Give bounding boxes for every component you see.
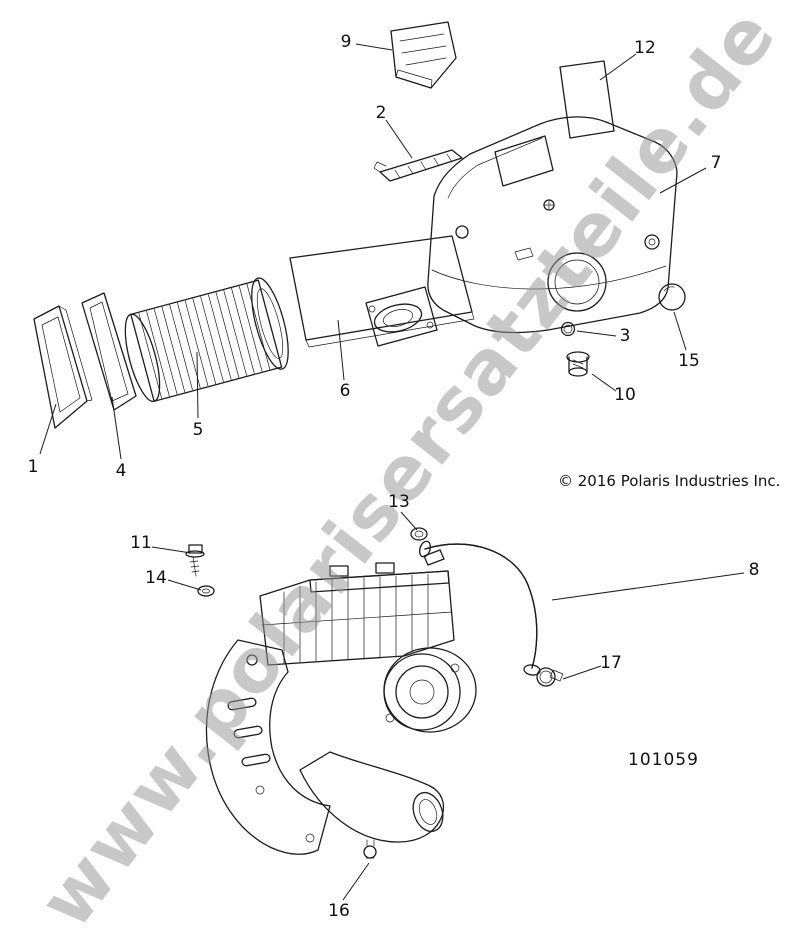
callout-16: 16 <box>328 901 350 921</box>
part-airbox <box>365 116 678 347</box>
part-seal-frame <box>81 292 137 411</box>
callout-5: 5 <box>192 420 204 440</box>
part-bolt <box>185 544 205 577</box>
drawing-number: 101059 <box>628 750 699 770</box>
part-cap-plug <box>658 283 686 311</box>
callout-10: 10 <box>614 385 636 405</box>
leader-lines <box>39 43 745 901</box>
part-vent-cover <box>390 21 457 89</box>
callout-3: 3 <box>619 326 631 346</box>
part-hose-clamp <box>536 667 564 687</box>
part-filter-frame <box>289 235 475 348</box>
callout-13: 13 <box>388 492 410 512</box>
callout-11: 11 <box>130 533 152 553</box>
part-bottom-bolt <box>363 839 377 859</box>
callout-17: 17 <box>600 653 622 673</box>
engine-intake-assembly <box>205 549 477 855</box>
part-air-filter <box>124 277 289 403</box>
callout-12: 12 <box>634 38 656 58</box>
part-outer-cover <box>33 305 93 429</box>
part-drain-valve <box>566 351 590 377</box>
part-bracket <box>373 149 463 182</box>
callout-2: 2 <box>375 103 387 123</box>
callout-14: 14 <box>145 568 167 588</box>
part-small-clamp <box>410 527 428 541</box>
callout-7: 7 <box>710 153 722 173</box>
callout-1: 1 <box>27 457 39 477</box>
callout-8: 8 <box>748 560 760 580</box>
part-seal-strip <box>559 60 615 139</box>
callout-9: 9 <box>340 32 352 52</box>
callout-6: 6 <box>339 381 351 401</box>
callout-15: 15 <box>678 351 700 371</box>
part-washer <box>197 585 215 597</box>
part-o-ring <box>560 321 576 337</box>
copyright-text: © 2016 Polaris Industries Inc. <box>558 472 781 490</box>
part-breather-hose <box>418 540 541 676</box>
callout-4: 4 <box>115 461 127 481</box>
